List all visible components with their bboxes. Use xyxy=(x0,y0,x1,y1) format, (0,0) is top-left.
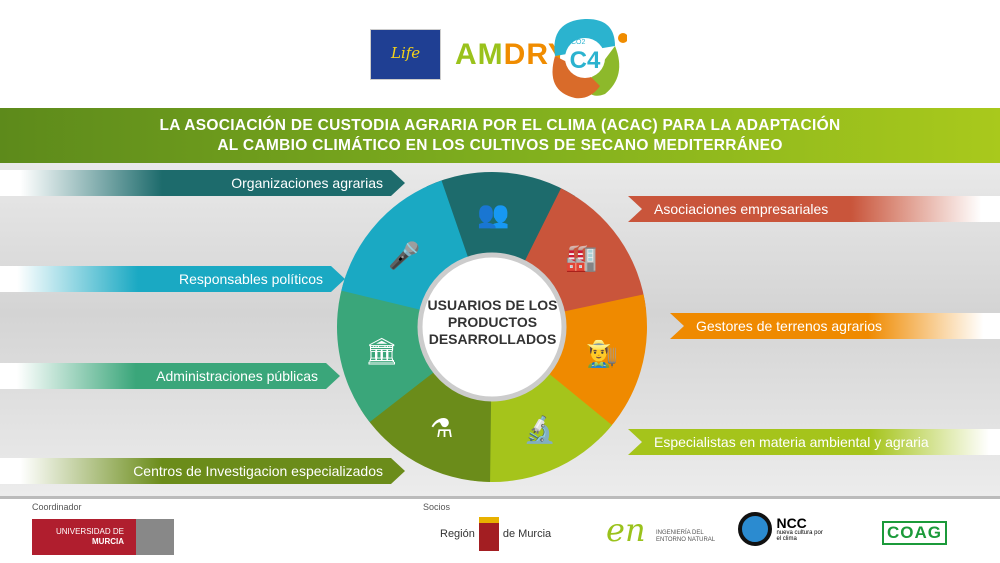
eu-life-logo: Life xyxy=(370,29,441,80)
coag-logo: COAG xyxy=(882,521,947,545)
wheel-segment xyxy=(337,275,437,423)
farmers-group-icon: 👥 xyxy=(477,199,509,229)
factory-workers-icon: 🏭 xyxy=(565,243,597,273)
label-centros-investigacion: Centros de Investigacion especializados xyxy=(0,458,405,484)
label-asociaciones-empresariales: Asociaciones empresariales xyxy=(628,196,1000,222)
farmer-icon: 👨‍🌾 xyxy=(585,339,618,369)
footer xyxy=(0,496,1000,563)
title-text: LA ASOCIACIÓN DE CUSTODIA AGRARIA POR EL… xyxy=(159,117,841,154)
scientist-microscope-icon: 🔬 xyxy=(524,413,556,444)
label-organizaciones-agrarias: Organizaciones agrarias xyxy=(0,170,405,196)
amdry-c4-logo: C4 CO2 xyxy=(552,18,627,99)
university-seal-icon xyxy=(136,519,174,555)
coordinator-label: Coordinador xyxy=(32,502,82,512)
label-gestores-terrenos: Gestores de terrenos agrarios xyxy=(670,313,1000,339)
label-responsables-politicos: Responsables políticos xyxy=(0,266,345,292)
label-especialistas: Especialistas en materia ambiental y agr… xyxy=(628,429,1000,455)
center-title: USUARIOS DE LOS PRODUCTOS DESARROLLADOS xyxy=(427,297,558,347)
globe-icon xyxy=(738,512,772,546)
title-banner: LA ASOCIACIÓN DE CUSTODIA AGRARIA POR EL… xyxy=(0,108,1000,163)
users-wheel: 👥 🏭 👨‍🌾 🔬 ⚗ 🏛 🎤 xyxy=(337,172,647,483)
partners-label: Socios xyxy=(423,502,451,512)
lab-flask-icon: ⚗ xyxy=(430,413,453,443)
svg-text:CO2: CO2 xyxy=(571,39,586,46)
en-logo-text: INGENIERÍA DEL ENTORNO NATURAL xyxy=(656,530,716,543)
svg-text:C4: C4 xyxy=(570,47,601,74)
coat-of-arms-icon xyxy=(478,517,499,551)
en-logo: en xyxy=(606,511,646,549)
government-building-icon: 🏛 xyxy=(365,336,398,366)
politician-podium-icon: 🎤 xyxy=(388,239,420,270)
center-circle xyxy=(417,252,567,402)
label-administraciones-publicas: Administraciones públicas xyxy=(0,363,340,389)
